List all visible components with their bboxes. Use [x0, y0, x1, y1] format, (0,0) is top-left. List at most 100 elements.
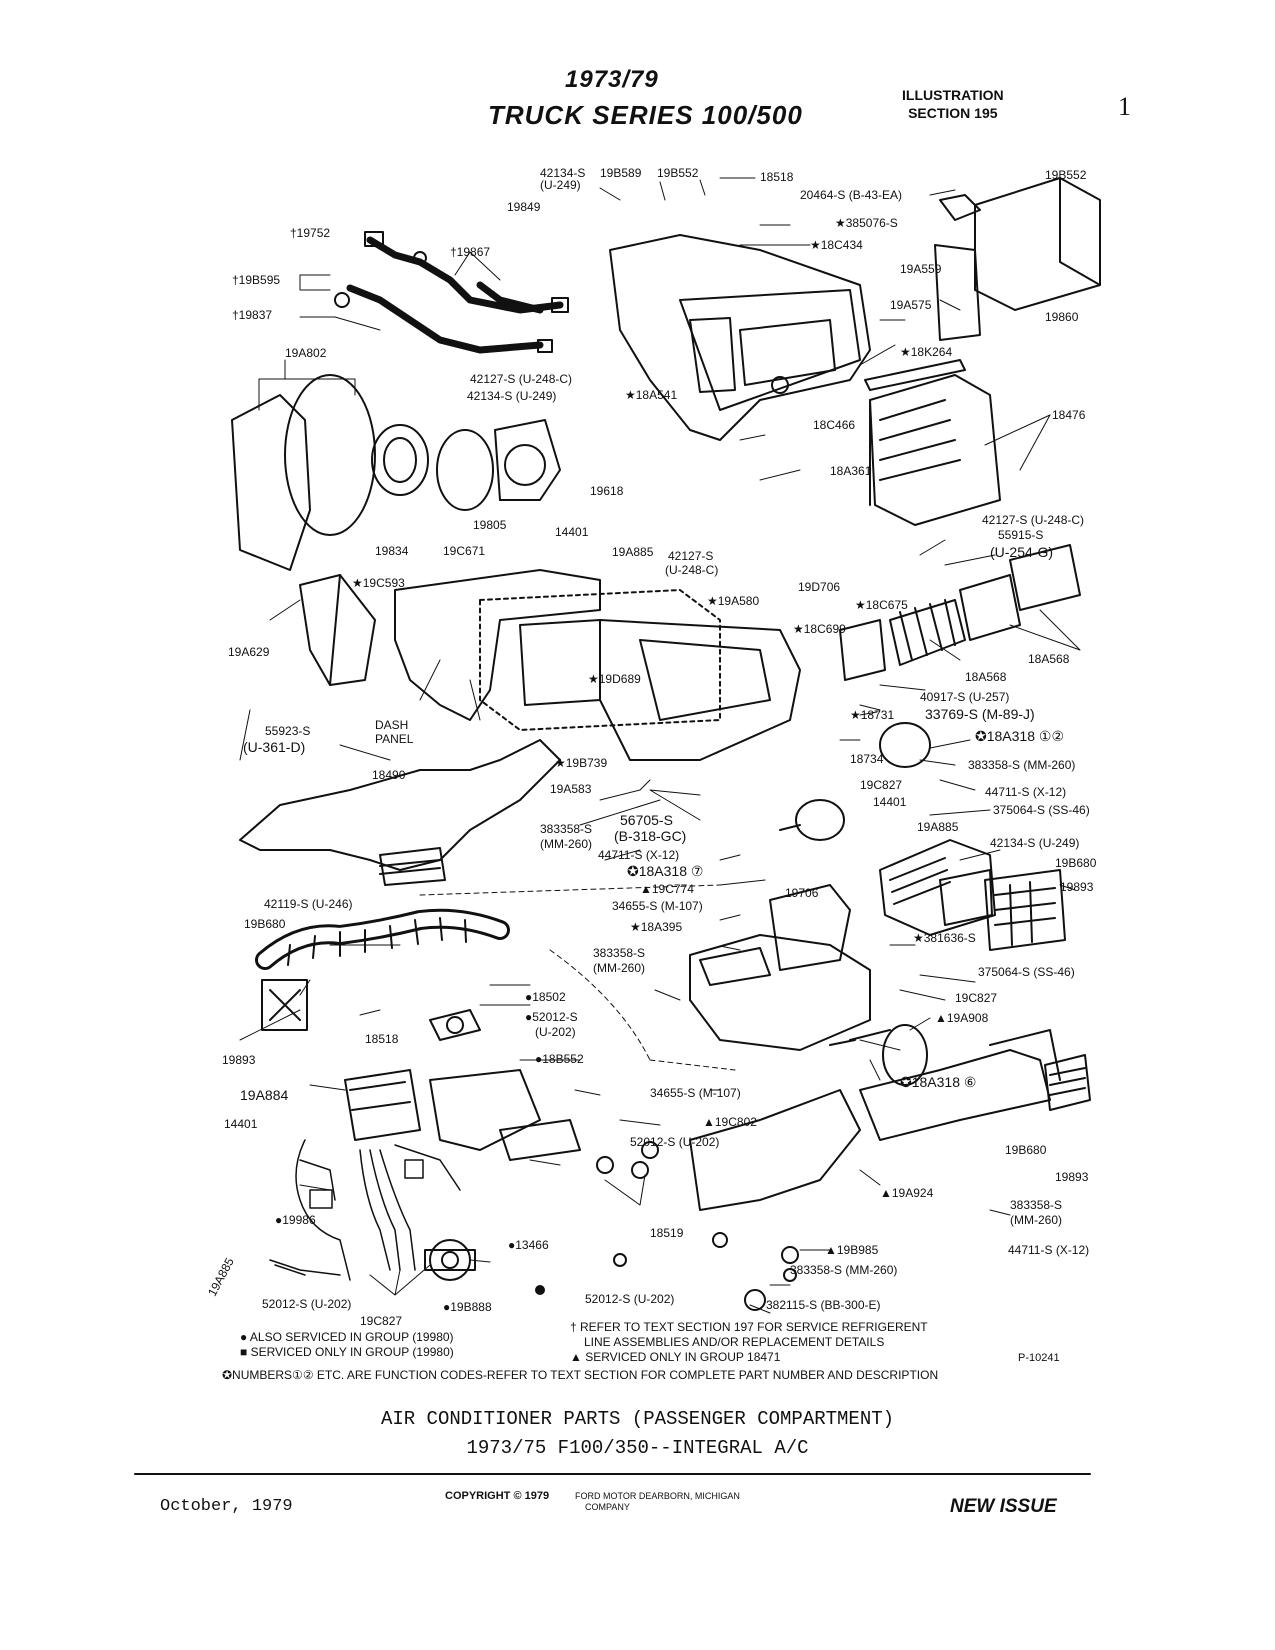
part-label: 42127-S [668, 549, 714, 563]
part-label: ★18C699 [793, 622, 846, 636]
part-label: 19C827 [860, 778, 903, 792]
part-label: PANEL [375, 732, 414, 746]
part-label: ✪18A318 ①② [975, 728, 1064, 744]
part-label: ▲19A924 [880, 1186, 934, 1200]
part-label: 19C671 [443, 544, 486, 558]
part-label: 14401 [224, 1117, 258, 1131]
register-right [984, 869, 1066, 951]
part-label: 18476 [1052, 408, 1086, 422]
louver-mid-right [879, 839, 996, 936]
flex-hose-left [255, 908, 510, 1031]
part-label: (U-254-G) [990, 544, 1054, 560]
control-assembly [344, 1009, 581, 1161]
part-label: (U-249) [540, 178, 581, 192]
part-label: DASH [375, 718, 409, 732]
header-years: 1973/79 [565, 66, 659, 93]
part-label: 44711-S (X-12) [598, 848, 680, 862]
part-label: ★19B739 [555, 756, 608, 770]
part-label: 19A884 [240, 1087, 289, 1103]
part-label: 34655-S (M-107) [612, 899, 703, 913]
part-label: 19893 [1060, 880, 1094, 894]
part-label: 19B552 [657, 166, 699, 180]
part-label: ●13466 [508, 1238, 549, 1252]
part-label: 42127-S (U-248-C) [982, 513, 1085, 527]
part-label: ●18502 [525, 990, 566, 1004]
part-label: ●52012-S [525, 1010, 578, 1024]
part-label: (MM-260) [540, 837, 593, 851]
part-label: ★18C675 [855, 598, 908, 612]
part-label: 383358-S (MM-260) [790, 1263, 898, 1277]
part-label: (MM-260) [1010, 1213, 1063, 1227]
part-label: ▲19A908 [935, 1011, 989, 1025]
part-label: 52012-S (U-202) [585, 1292, 675, 1306]
legend-refer-1: † REFER TO TEXT SECTION 197 FOR SERVICE … [570, 1320, 928, 1334]
wire-harness [269, 1139, 461, 1281]
evaporator-case [609, 234, 871, 441]
part-label: ★18A395 [630, 920, 683, 934]
part-label: ★18C434 [810, 238, 863, 252]
legend-refer-2: LINE ASSEMBLIES AND/OR REPLACEMENT DETAI… [584, 1335, 885, 1349]
part-label: 56705-S [620, 812, 673, 828]
part-label: 18518 [365, 1032, 399, 1046]
part-label: 19A583 [550, 782, 592, 796]
part-label: ★381636-S [913, 931, 976, 945]
part-label: 19805 [473, 518, 507, 532]
part-label: ★19A580 [707, 594, 760, 608]
part-label: 42127-S (U-248-C) [470, 372, 573, 386]
part-label: 42134-S [540, 166, 586, 180]
part-label: ▲19C802 [703, 1115, 757, 1129]
refrigerant-lines [334, 231, 569, 354]
part-label: ★18K264 [900, 345, 953, 359]
footer-date: October, 1979 [160, 1497, 293, 1516]
footer-issue: NEW ISSUE [950, 1496, 1057, 1517]
part-label: 19618 [590, 484, 624, 498]
part-label: 18A568 [1028, 652, 1070, 666]
part-label: 19A559 [900, 262, 942, 276]
part-label: ★18A541 [625, 388, 678, 402]
part-label: 20464-S (B-43-EA) [800, 188, 903, 202]
part-label: 18519 [650, 1226, 684, 1240]
part-label: 375064-S (SS-46) [993, 803, 1090, 817]
part-label: 382115-S (BB-300-E) [766, 1298, 881, 1312]
part-label: 55915-S [998, 528, 1044, 542]
part-label: ●18B552 [535, 1052, 584, 1066]
part-label: †19867 [450, 245, 491, 259]
header-series: TRUCK SERIES 100/500 [488, 100, 803, 130]
part-label: 42119-S (U-246) [264, 897, 353, 911]
part-label: 19B680 [1055, 856, 1097, 870]
part-label: 18490 [372, 768, 406, 782]
part-label: 19893 [1055, 1170, 1089, 1184]
part-label: 18A568 [965, 670, 1007, 684]
part-label: 40917-S (U-257) [920, 690, 1010, 704]
part-label: ★18731 [850, 708, 895, 722]
legend-serviced-18471: ▲ SERVICED ONLY IN GROUP 18471 [570, 1350, 781, 1364]
vacuum-motor [779, 722, 931, 1086]
footer-company: FORD MOTOR DEARBORN, MICHIGAN [575, 1491, 740, 1501]
part-label: 19706 [785, 886, 819, 900]
part-label: 19B680 [1005, 1143, 1047, 1157]
part-label: 383358-S (MM-260) [968, 758, 1076, 772]
part-label: 19A629 [228, 645, 270, 659]
part-label: (B-318-GC) [614, 828, 687, 844]
legend-serviced-only: ■ SERVICED ONLY IN GROUP (19980) [240, 1345, 454, 1359]
part-label: (U-248-C) [665, 563, 719, 577]
part-label: 14401 [873, 795, 907, 809]
plate-number: P-10241 [1018, 1352, 1060, 1364]
part-label: 19A802 [285, 346, 327, 360]
part-label: 14401 [555, 525, 589, 539]
dashed-lines [419, 884, 736, 1071]
part-label: ●19B888 [443, 1300, 492, 1314]
part-label: 19893 [222, 1053, 256, 1067]
part-label: 19B552 [1045, 168, 1087, 182]
part-label: 52012-S (U-202) [262, 1297, 352, 1311]
part-label: 18C466 [813, 418, 856, 432]
illustration-label: ILLUSTRATION [902, 87, 1004, 103]
footer-copyright: COPYRIGHT © 1979 [445, 1490, 550, 1502]
dash-panel [394, 569, 801, 761]
part-label: 19834 [375, 544, 409, 558]
part-label: 52012-S (U-202) [630, 1135, 720, 1149]
part-label: †19837 [232, 308, 273, 322]
part-label: 44711-S (X-12) [985, 785, 1067, 799]
caption-line-2: 1973/75 F100/350--INTEGRAL A/C [466, 1437, 809, 1459]
